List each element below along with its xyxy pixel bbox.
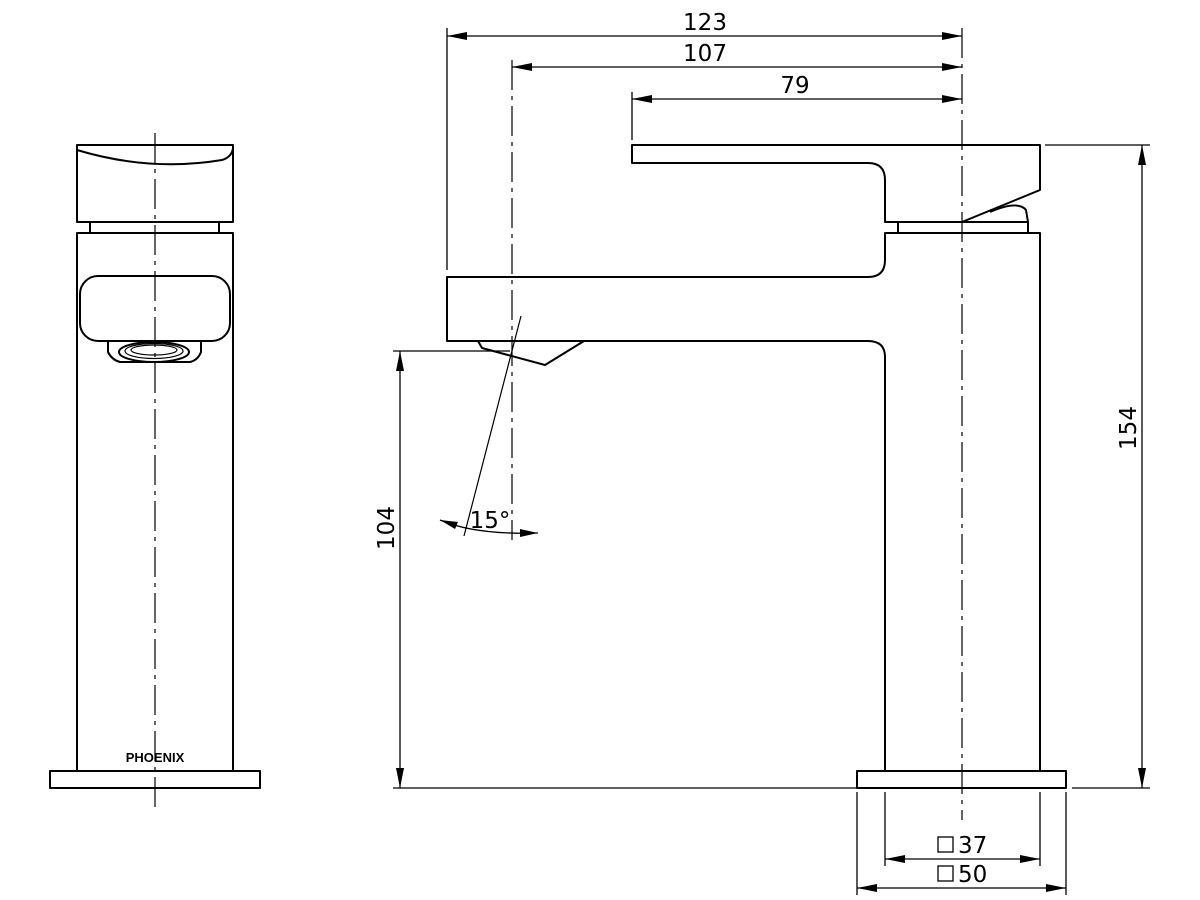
dim-104-label: 104 [374, 506, 400, 550]
side-body [446, 232, 1041, 771]
dim-79-arrow-left [632, 95, 652, 103]
spout-angle-line [463, 315, 522, 537]
front-handle [76, 144, 234, 223]
dim-154-arrow-bottom [1138, 768, 1146, 788]
front-handle-curve [76, 147, 234, 166]
front-aerator-outer [118, 341, 190, 363]
dim-107-label: 107 [683, 41, 727, 67]
dim-79-arrow-right [942, 95, 962, 103]
dim-37-arrow-left [885, 855, 905, 863]
dim-123-arrow-right [942, 32, 962, 40]
dim-107-arrow-left [512, 63, 532, 71]
side-lever [631, 144, 1041, 223]
angle-arrow-right [520, 529, 538, 537]
dim-107-arrow-right [942, 63, 962, 71]
dim-104-arrow-top [396, 351, 404, 371]
angle-arrow-left [440, 520, 458, 529]
dim-123-label: 123 [683, 10, 727, 36]
dim-50-arrow-left [857, 884, 877, 892]
front-view: PHOENIX [49, 133, 261, 812]
dim-104-arrow-bottom [396, 768, 404, 788]
side-aerator [477, 340, 585, 366]
side-view [446, 28, 1067, 820]
dim-79-label: 79 [780, 73, 809, 99]
dim-50-label: 50 [958, 862, 987, 888]
front-aerator-inner [130, 344, 178, 356]
dim-123-arrow-left [447, 32, 467, 40]
dim-37-arrow-right [1020, 855, 1040, 863]
square-symbol-50 [937, 865, 954, 882]
square-symbol-37 [937, 836, 954, 853]
dim-154-label: 154 [1116, 406, 1142, 450]
dim-50-arrow-right [1046, 884, 1066, 892]
dim-37-label: 37 [958, 833, 987, 859]
front-aerator-mid [124, 342, 184, 360]
side-collar [897, 221, 1029, 234]
side-cartridge [989, 204, 1029, 223]
angle-label: 15° [470, 508, 511, 534]
dimensions: 123 107 79 154 104 15° [374, 10, 1150, 895]
dim-154-arrow-top [1138, 145, 1146, 165]
